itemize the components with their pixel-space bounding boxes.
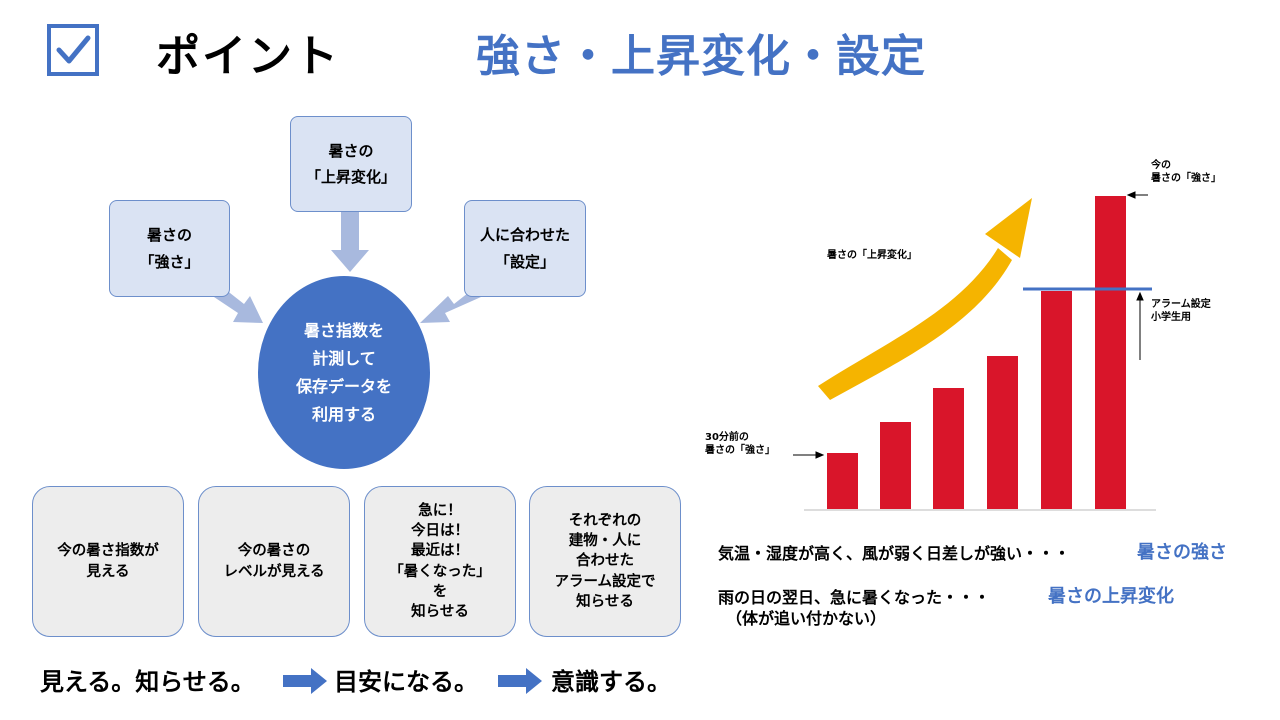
- bar: [1041, 291, 1072, 509]
- feature-box: それぞれの 建物・人に 合わせた アラーム設定で 知らせる: [529, 486, 681, 637]
- page-subtitle: 強さ・上昇変化・設定: [476, 31, 926, 82]
- annotation-current-strength: 今の 暑さの「強さ」: [1151, 160, 1221, 184]
- explanation-row-1-highlight: 暑さの強さ: [1137, 542, 1227, 563]
- explanation-row-2-highlight: 暑さの上昇変化: [1048, 586, 1174, 607]
- setting-box: 人に合わせた 「設定」: [464, 200, 586, 297]
- explanation-row-2-note: （体が追い付かない）: [726, 609, 887, 628]
- right-arrow-icon: [498, 668, 542, 694]
- bar: [880, 422, 911, 509]
- trend-arrow-icon: [818, 198, 1032, 400]
- feature-box: 今の暑さの レベルが見える: [198, 486, 350, 637]
- arrow-down-icon: [331, 212, 369, 272]
- rising-heat-illustration: [793, 191, 1156, 511]
- rise-change-box: 暑さの 「上昇変化」: [290, 116, 412, 212]
- right-arrow-icon: [283, 668, 327, 694]
- bar: [933, 388, 964, 509]
- explanation-row-2: 雨の日の翌日、急に暑くなった・・・: [718, 588, 991, 607]
- center-circle: 暑さ指数を 計測して 保存データを 利用する: [258, 276, 430, 469]
- flow-step-awareness: 意識する。: [551, 668, 671, 696]
- annotation-30min-ago: 30分前の 暑さの「強さ」: [705, 432, 775, 456]
- flow-step-guideline: 目安になる。: [334, 668, 478, 696]
- strength-box: 暑さの 「強さ」: [109, 200, 230, 297]
- annotation-alarm-setting: アラーム設定 小学生用: [1151, 299, 1211, 323]
- bar: [1095, 196, 1126, 509]
- feature-box: 急に！ 今日は！ 最近は！ 「暑くなった」 を 知らせる: [364, 486, 516, 637]
- point-heading: ポイント: [156, 31, 340, 82]
- feature-box: 今の暑さ指数が 見える: [32, 486, 184, 637]
- checkbox-checked-icon: [47, 24, 99, 76]
- bar: [987, 356, 1018, 509]
- explanation-row-1: 気温・湿度が高く、風が弱く日差しが強い・・・: [718, 544, 1071, 563]
- bar: [827, 453, 858, 509]
- annotation-rise-change: 暑さの「上昇変化」: [827, 250, 917, 261]
- flow-step-see-notify: 見える。知らせる。: [40, 668, 255, 696]
